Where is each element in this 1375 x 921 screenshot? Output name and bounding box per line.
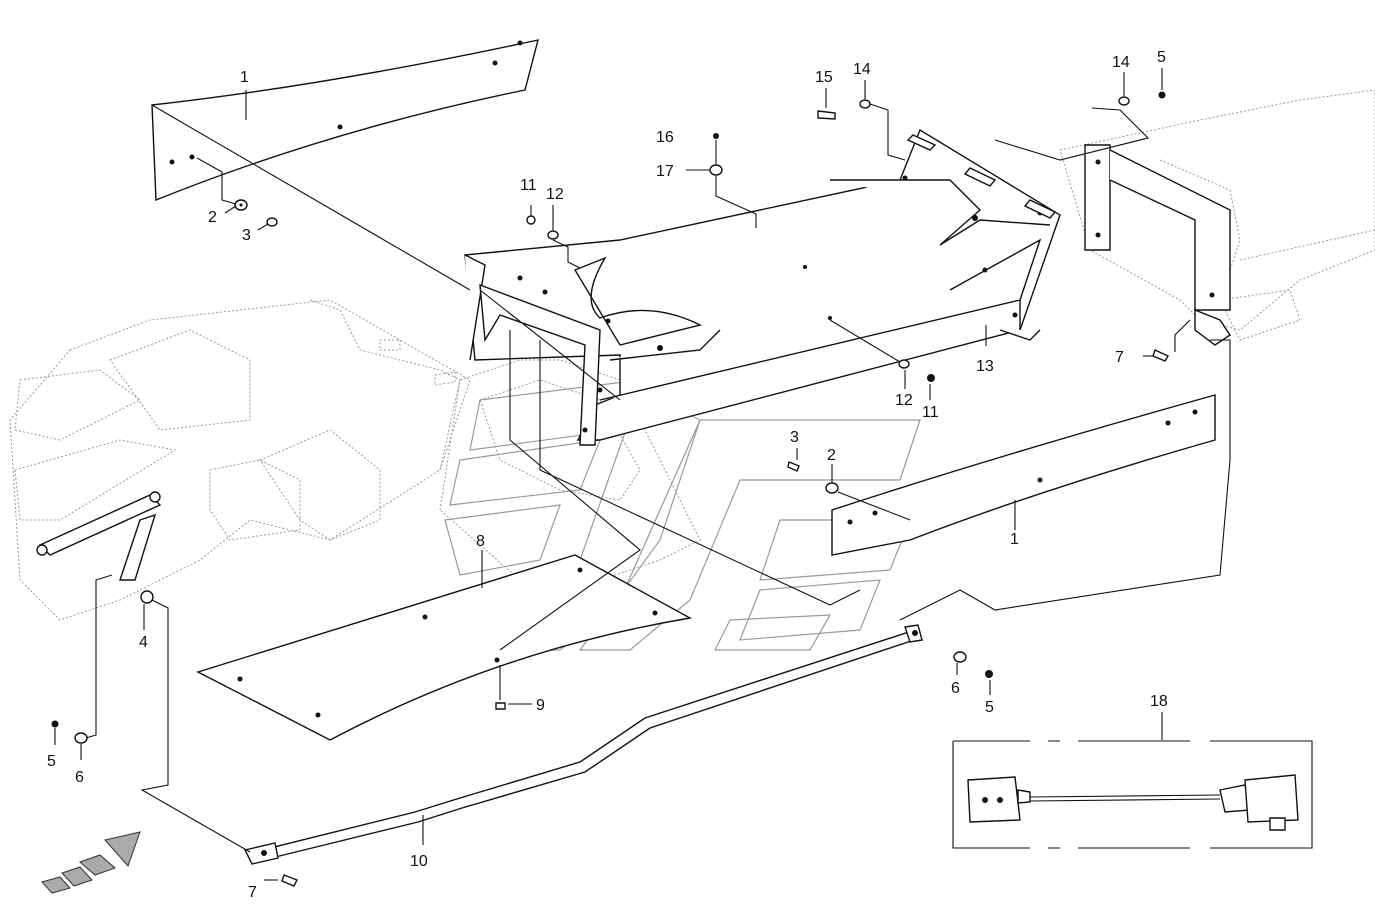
callout-11-lower: 11 [922,404,939,421]
callout-5-right-bottom: 5 [985,699,994,716]
direction-arrow-icon [41,831,141,894]
callout-6-right: 6 [951,680,960,697]
cable-connector [967,774,1299,831]
fastener-washers [51,91,1170,887]
callout-2-lower: 2 [827,447,836,464]
part-1-panel-upper [151,39,539,202]
callout-7-right: 7 [1115,349,1124,366]
part-8-bottom-plate [196,554,693,741]
callout-5-left: 5 [47,753,56,770]
callout-3-lower: 3 [790,429,799,446]
callout-8: 8 [476,533,485,550]
callout-12-lower: 12 [895,392,913,409]
callout-16: 16 [656,129,674,146]
inset-box-part-18 [952,740,1313,849]
part-1-panel-lower [831,394,1216,556]
callout-9: 9 [536,697,545,714]
callout-14-center: 14 [853,61,871,78]
callout-6-left: 6 [75,769,84,786]
callout-10: 10 [410,853,428,870]
callout-3-upper: 3 [242,227,251,244]
callout-4: 4 [139,634,148,651]
lever-left [36,491,162,581]
callout-5-top-right: 5 [1157,49,1166,66]
part-13-beam-frame [464,128,1061,446]
callout-2-upper: 2 [208,209,217,226]
callout-7-bottom: 7 [248,884,257,901]
callout-1-lower: 1 [1010,531,1019,548]
callout-17: 17 [656,163,674,180]
callout-labels: 1 1 2 2 3 3 4 5 5 5 6 6 7 7 8 9 10 11 11… [47,49,1168,901]
leader-lines [54,68,1231,881]
callout-15: 15 [815,69,833,86]
ghost-frame-left [9,299,471,621]
callout-13: 13 [976,358,994,375]
ghost-frame-right [1059,89,1375,341]
callout-18: 18 [1150,693,1168,710]
callout-1-upper: 1 [240,69,249,86]
callout-14-right: 14 [1112,54,1130,71]
ghost-frame-center [439,359,701,581]
part-10-support-rod [243,624,923,865]
callout-12-upper: 12 [546,186,564,203]
bracket-right [1084,144,1231,346]
callout-11-upper: 11 [520,177,537,194]
